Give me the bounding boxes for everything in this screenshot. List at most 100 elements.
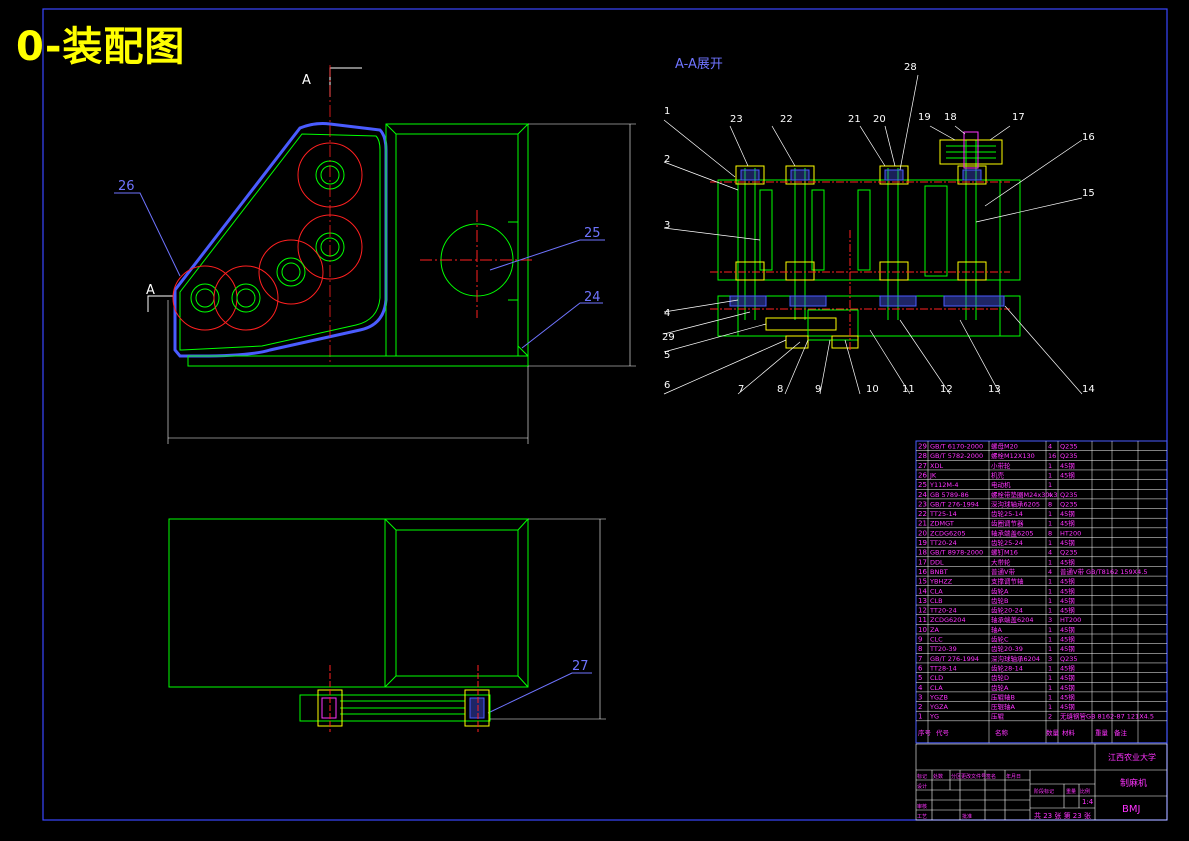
bom-cell-qty: 1 [1048, 471, 1052, 479]
tb-label-approve: 批准 [962, 813, 972, 820]
bom-cell-no: 4 [918, 684, 923, 692]
bom-cell-material: 45钢 [1060, 597, 1075, 605]
drawing-title: 0-装配图 [16, 24, 186, 70]
callout-16: 16 [1082, 132, 1095, 143]
bom-cell-no: 13 [918, 597, 927, 605]
bom-cell-qty: 1 [1048, 703, 1052, 711]
bom-cell-qty: 1 [1048, 664, 1052, 672]
bom-cell-material: Q235 [1060, 491, 1078, 499]
bom-cell-code: TT25-14 [929, 510, 957, 518]
callout-22: 22 [780, 114, 793, 125]
bom-cell-code: ZA [930, 626, 939, 634]
callout-23: 23 [730, 114, 743, 125]
leader-24: 24 [584, 290, 601, 305]
callout-6: 6 [664, 380, 670, 391]
bom-cell-code: CLD [930, 674, 943, 682]
bom-cell-name: 轴承端盖6204 [991, 615, 1034, 624]
callout-18: 18 [944, 112, 957, 123]
bom-cell-no: 7 [918, 655, 922, 663]
callout-7: 7 [738, 384, 744, 395]
bom-cell-material: 45钢 [1060, 462, 1075, 470]
bom-cell-qty: 1 [1048, 520, 1052, 528]
bom-cell-no: 16 [918, 568, 927, 576]
bom-cell-qty: 16 [1048, 452, 1056, 460]
bom-cell-material: Q235 [1060, 549, 1078, 557]
bom-cell-no: 14 [918, 587, 927, 595]
callout-19: 19 [918, 112, 931, 123]
bom-cell-material: Q235 [1060, 500, 1078, 508]
bom-cell-qty: 8 [1048, 529, 1052, 537]
bom-cell-name: 齿轮28-14 [991, 663, 1023, 672]
callout-12: 12 [940, 384, 953, 395]
bom-cell-name: 螺栓M12X130 [991, 451, 1035, 460]
bom-cell-qty: 3 [1048, 655, 1052, 663]
bom-cell-material: 45钢 [1060, 510, 1075, 518]
bom-cell-no: 11 [918, 616, 927, 624]
callout-1: 1 [664, 106, 670, 117]
bom-cell-qty: 4 [1048, 443, 1052, 451]
bom-cell-no: 23 [918, 500, 927, 508]
bom-cell-no: 1 [918, 713, 922, 721]
bom-cell-no: 9 [918, 636, 922, 644]
section-mark-a-left: A [146, 283, 155, 298]
bom-cell-no: 21 [918, 520, 927, 528]
bom-header-cell: 重量 [1095, 729, 1109, 737]
bom-cell-code: CLA [930, 587, 943, 595]
bom-cell-no: 2 [918, 703, 922, 711]
bom-cell-code: ZCDG6204 [930, 616, 966, 624]
bom-cell-material: 45钢 [1060, 539, 1075, 547]
bom-cell-name: 深沟球轴承6205 [991, 499, 1040, 508]
tb-scale: 1:4 [1082, 798, 1094, 806]
bom-cell-no: 27 [918, 462, 927, 470]
main-leaders [114, 192, 605, 714]
drawing-frame [42, 8, 1168, 821]
bom-cell-material: 45钢 [1060, 693, 1075, 701]
bom-cell-name: 齿轮D [991, 673, 1009, 682]
bom-cell-no: 12 [918, 607, 927, 615]
bom-cell-no: 10 [918, 626, 927, 634]
bom-cell-code: GB/T 8978-2000 [930, 549, 983, 557]
bom-cell-code: ZDMGT [930, 520, 954, 528]
tb-label-ratio: 比例 [1080, 788, 1090, 795]
bom-cell-name: 齿轮25-24 [991, 538, 1023, 547]
bom-cell-material: 45钢 [1060, 578, 1075, 586]
bom-cell-material: 45钢 [1060, 645, 1075, 653]
callout-20: 20 [873, 114, 886, 125]
bom-header-cell: 序号 [918, 728, 932, 737]
callout-29: 29 [662, 332, 675, 343]
bom-header-cell: 数量 [1046, 728, 1060, 737]
bom-cell-qty: 4 [1048, 568, 1052, 576]
bom-cell-material: 无缝钢管GB 8162-87 121X4.5 [1060, 712, 1154, 721]
bom-cell-name: 齿轮B [991, 596, 1008, 605]
bom-cell-code: YGZA [929, 703, 948, 711]
callout-2: 2 [664, 154, 670, 165]
bom-cell-qty: 1 [1048, 607, 1052, 615]
bom-cell-qty: 3 [1048, 616, 1052, 624]
bom-cell-material: 45钢 [1060, 471, 1075, 479]
bom-cell-code: YBHZZ [929, 578, 953, 586]
bom-cell-code: BNBT [930, 568, 948, 576]
bom-cell-name: 普通V带 [991, 567, 1015, 576]
bom-cell-no: 20 [918, 529, 927, 537]
bom-cell-qty: 1 [1048, 597, 1052, 605]
bom-cell-material: 45钢 [1060, 636, 1075, 644]
bom-cell-name: 齿轮A [991, 683, 1009, 692]
bom-cell-code: Y112M-4 [929, 481, 958, 489]
bom-cell-qty: 1 [1048, 462, 1052, 470]
bom-cell-name: 轴A [991, 625, 1003, 634]
section-aa-view [710, 131, 1021, 350]
bom-cell-code: GB 5789-86 [930, 491, 969, 499]
bom-cell-no: 25 [918, 481, 927, 489]
bom-header-cell: 材料 [1062, 728, 1076, 737]
bom-cell-name: 压辊轴A [991, 702, 1016, 711]
callout-4: 4 [664, 308, 670, 319]
callout-8: 8 [777, 384, 783, 395]
bom-cell-qty: 1 [1048, 578, 1052, 586]
tb-label-design: 设计 [917, 783, 927, 790]
callout-15: 15 [1082, 188, 1095, 199]
bom-cell-code: ZCDG6205 [930, 529, 966, 537]
bom-cell-code: JK [929, 471, 937, 479]
section-leaders [663, 74, 1083, 395]
bom-cell-no: 26 [918, 471, 927, 479]
